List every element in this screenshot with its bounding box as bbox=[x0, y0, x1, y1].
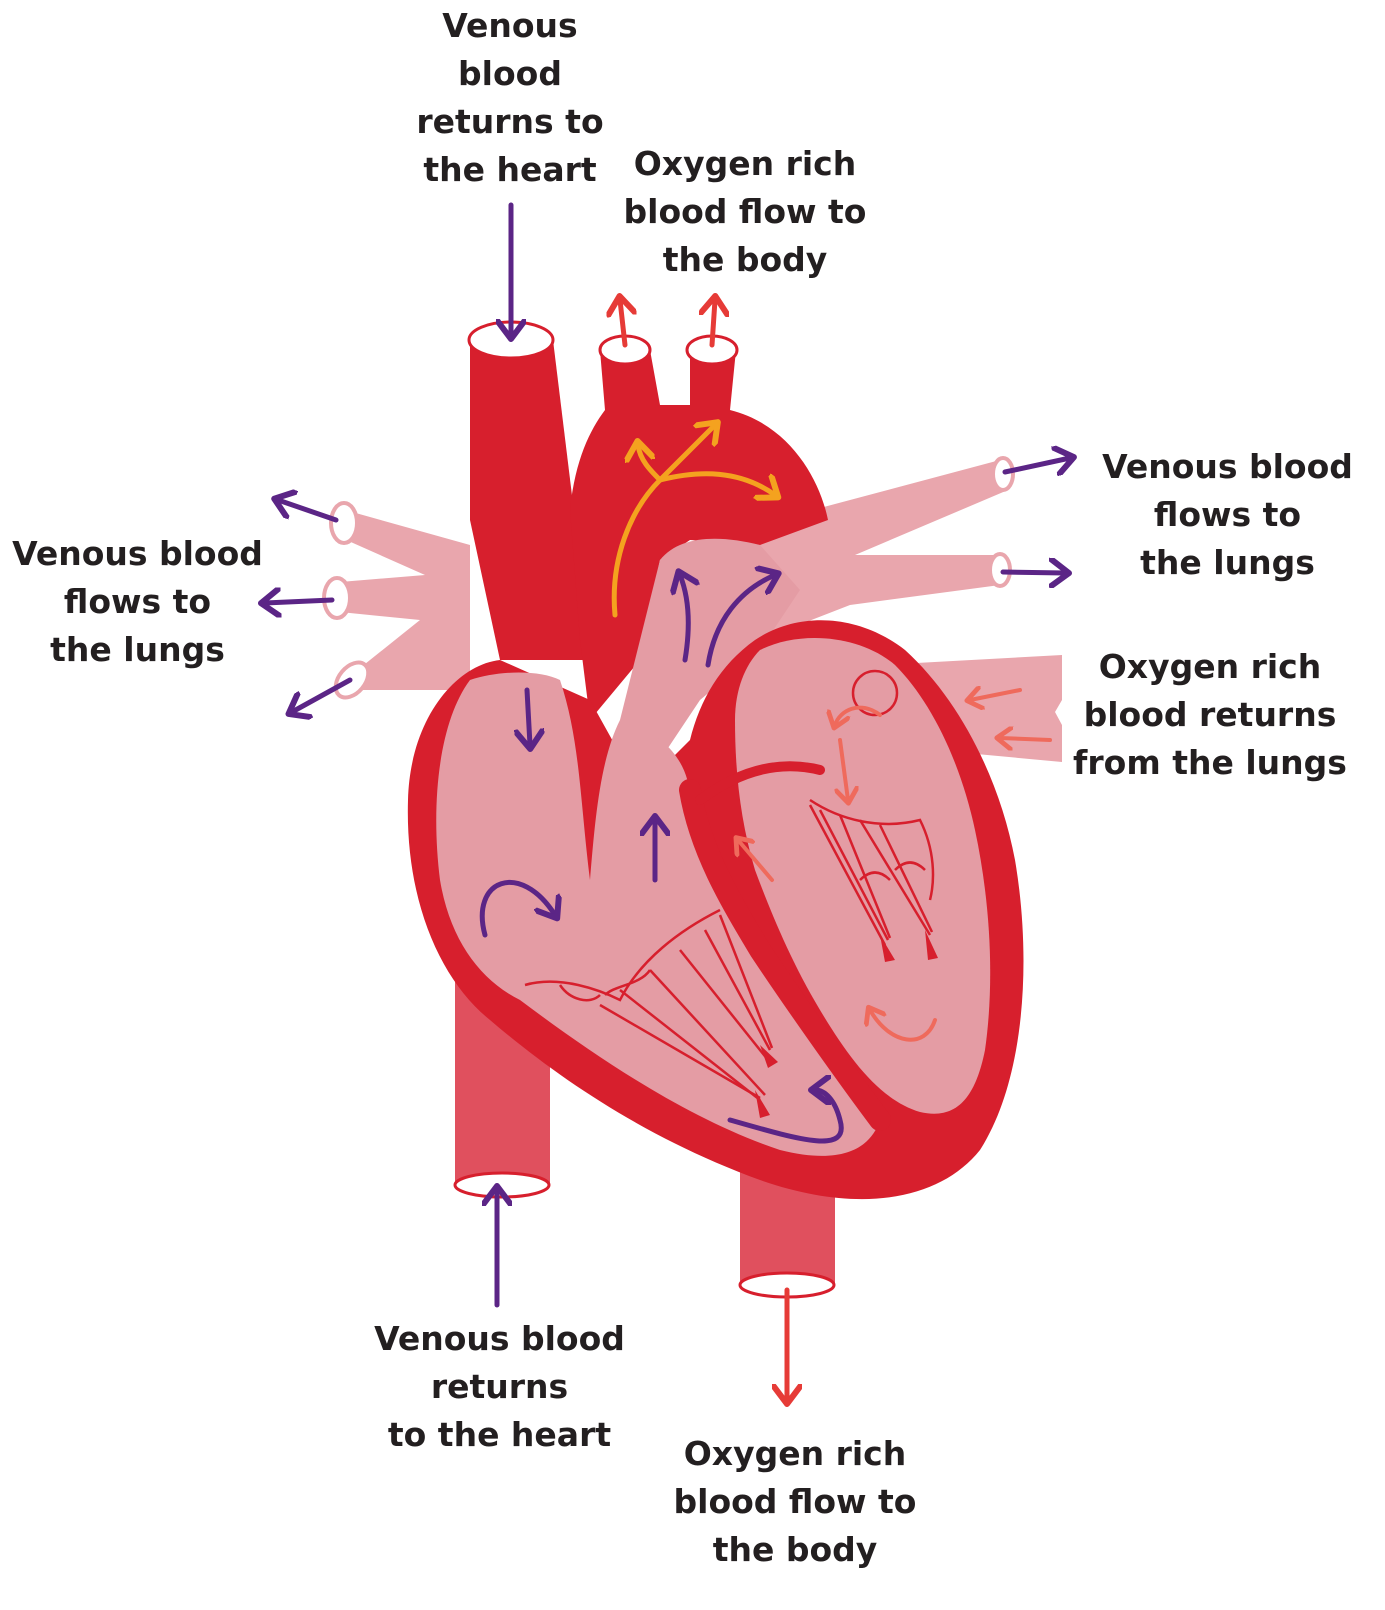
arrow-left-lung-1 bbox=[278, 500, 336, 520]
label-top-oxygen: Oxygen rich blood flow to the body bbox=[615, 140, 875, 284]
label-right-return: Oxygen rich blood returns from the lungs bbox=[1070, 643, 1350, 787]
superior-vena-cava bbox=[469, 322, 588, 660]
arrow-aorta-out-2 bbox=[712, 300, 715, 345]
label-top-venous: Venous blood returns to the heart bbox=[410, 2, 610, 194]
arrow-pv-in-2 bbox=[1000, 738, 1050, 740]
label-left-lungs: Venous blood flows to the lungs bbox=[5, 530, 270, 674]
left-pulmonary-arteries bbox=[324, 503, 470, 704]
arrow-right-atrium bbox=[527, 690, 530, 745]
label-bottom-oxygen: Oxygen rich blood flow to the body bbox=[665, 1430, 925, 1574]
label-right-lungs: Venous blood flows to the lungs bbox=[1095, 443, 1360, 587]
arrow-right-lung-1 bbox=[1005, 458, 1070, 472]
label-bottom-venous: Venous blood returns to the heart bbox=[367, 1315, 632, 1459]
arrow-left-lung-2 bbox=[265, 600, 332, 603]
arrow-right-lung-2 bbox=[1003, 572, 1065, 573]
